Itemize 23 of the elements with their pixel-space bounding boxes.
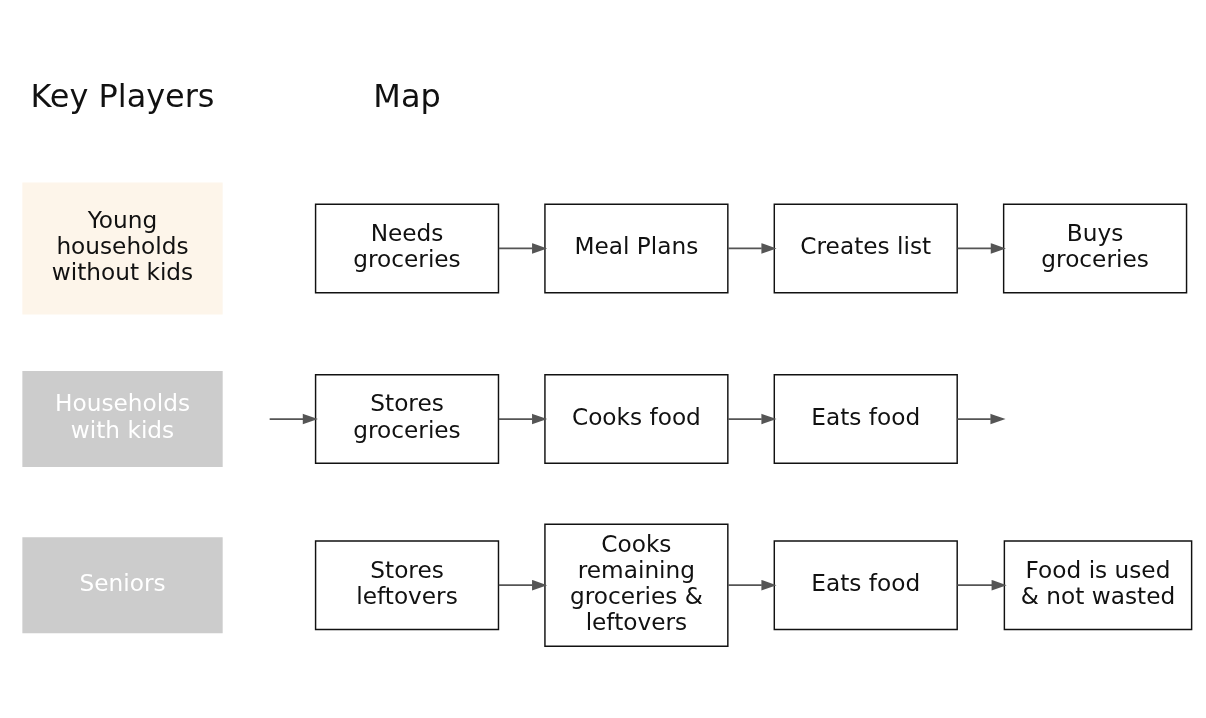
node-box: Buys groceries [1002, 202, 1188, 293]
node-box: Food is used & not wasted [1003, 539, 1193, 630]
node-box: Stores groceries [314, 373, 500, 464]
arrow [498, 579, 548, 590]
node-box: Meal Plans [544, 202, 729, 293]
node-box: Cooks remaining groceries & leftovers [544, 523, 729, 647]
arrow [727, 413, 777, 424]
node-box: Cooks food [544, 373, 729, 464]
arrow [727, 242, 777, 254]
node-box: Eats food [773, 373, 958, 464]
arrow [268, 413, 318, 424]
label: Key Players [30, 76, 215, 115]
arrow [498, 413, 548, 424]
node-box: Stores leftovers [314, 539, 500, 630]
arrow [727, 579, 777, 590]
arrow [498, 242, 548, 254]
label: Map [373, 76, 441, 115]
arrow [956, 579, 1007, 590]
node-box: Eats food [773, 539, 958, 630]
node-box: Needs groceries [314, 202, 500, 293]
node-box: Creates list [773, 202, 958, 293]
arrow [956, 242, 1006, 254]
arrow [956, 413, 1006, 424]
